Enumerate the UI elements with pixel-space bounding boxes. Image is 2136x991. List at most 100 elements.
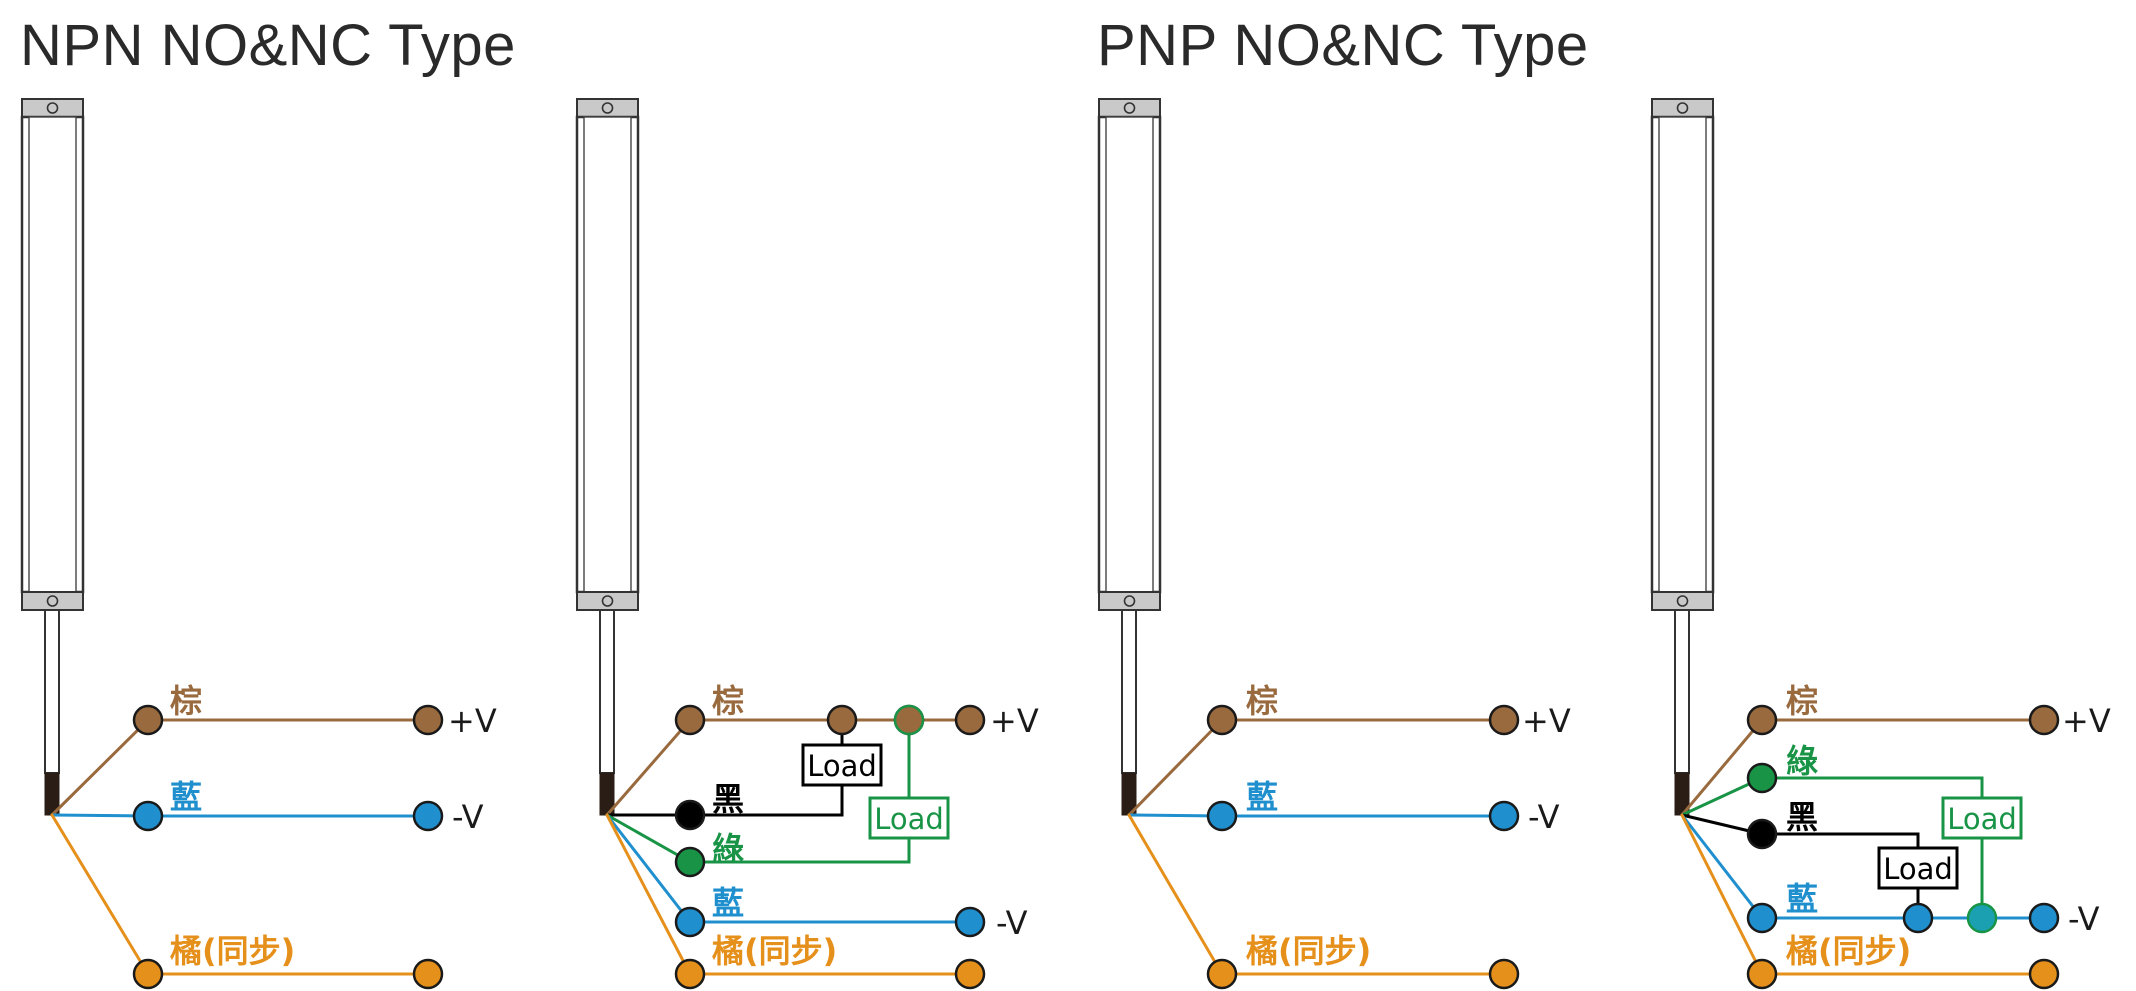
orange-wire — [1127, 813, 1224, 976]
pnp-black-load-label: Load — [1883, 852, 1953, 886]
minus-v-label: -V — [2068, 900, 2100, 938]
black-label: 黑 — [712, 780, 744, 818]
pnp-green-load-label: Load — [1947, 802, 2017, 836]
npn-left-sensor-cable — [44, 609, 60, 774]
blue-start-dot — [1746, 902, 1778, 934]
blue-wire — [605, 813, 692, 924]
pnp-left-sensor-bottom-screw-icon — [1123, 595, 1136, 607]
blue-end-dot — [954, 906, 986, 938]
orange-wire — [605, 813, 692, 976]
brown-start-dot — [1746, 704, 1778, 736]
pnp-black-load-box — [1877, 846, 1959, 890]
orange-label: 橘(同步) — [712, 932, 837, 970]
blue-start-dot — [674, 906, 706, 938]
npn-left-sensor-bottom-screw-icon — [46, 595, 59, 607]
blue-start-dot — [1206, 800, 1238, 832]
black-line — [690, 782, 844, 817]
blue-end-dot — [2028, 902, 2060, 934]
green-junction-ring — [893, 704, 925, 736]
blue-label: 藍 — [1786, 880, 1818, 918]
npn-right-sensor-cable — [599, 609, 615, 774]
orange-label: 橘(同步) — [1786, 932, 1911, 970]
brown-label: 棕 — [1786, 682, 1818, 720]
pnp-left-sensor-bottom-cap — [1098, 591, 1161, 611]
brown-wire — [50, 718, 150, 817]
npn-right-sensor-top-screw-icon — [601, 102, 614, 114]
blue-wire — [50, 813, 150, 818]
npn-black-load-box — [801, 743, 883, 787]
pnp-left-sensor-top-cap — [1098, 98, 1161, 118]
black-start-dot — [674, 799, 706, 831]
blue-junction-dot-2 — [1966, 902, 1998, 934]
green-wire — [605, 813, 692, 864]
blue-wire — [1680, 813, 1764, 920]
orange-start-dot — [1206, 958, 1238, 990]
pnp-diagram-left: 棕+V藍-V橘(同步) — [1097, 98, 1571, 990]
orange-label: 橘(同步) — [170, 932, 295, 970]
green-label: 綠 — [712, 830, 744, 868]
orange-end-dot — [412, 958, 444, 990]
brown-end-dot — [1488, 704, 1520, 736]
plus-v-label: +V — [2062, 702, 2111, 740]
orange-start-dot — [674, 958, 706, 990]
blue-label: 藍 — [1246, 778, 1278, 816]
npn-right-sensor-bottom-screw-icon — [601, 595, 614, 607]
orange-label: 橘(同步) — [1246, 932, 1371, 970]
green-start-dot — [1746, 762, 1778, 794]
green-line — [690, 838, 911, 864]
plus-v-label: +V — [990, 702, 1039, 740]
pnp-right-sensor-cable — [1674, 609, 1690, 774]
pnp-right-sensor-lens — [1658, 116, 1707, 593]
brown-start-dot — [132, 704, 164, 736]
black-line — [1762, 832, 1920, 848]
npn-title: NPN NO&NC Type — [20, 13, 516, 78]
orange-start-dot — [132, 958, 164, 990]
brown-label: 棕 — [170, 682, 202, 720]
pnp-left-sensor-lens — [1105, 116, 1154, 593]
blue-wire — [1127, 813, 1224, 818]
black-start-dot — [1746, 818, 1778, 850]
pnp-right-sensor-top-screw-icon — [1676, 102, 1689, 114]
green-start-dot — [674, 846, 706, 878]
brown-start-dot — [1206, 704, 1238, 736]
brown-wire — [1127, 718, 1224, 817]
orange-end-dot — [954, 958, 986, 990]
npn-green-load-label: Load — [874, 802, 944, 836]
minus-v-label: -V — [996, 904, 1028, 942]
orange-end-dot — [1488, 958, 1520, 990]
npn-left-sensor-lens — [28, 116, 77, 593]
blue-start-dot — [132, 800, 164, 832]
brown-end-dot — [412, 704, 444, 736]
orange-start-dot — [1746, 958, 1778, 990]
minus-v-label: -V — [452, 798, 484, 836]
npn-green-load-box — [868, 796, 950, 840]
npn-right-sensor-lens — [583, 116, 632, 593]
orange-wire — [50, 813, 150, 976]
npn-black-load-label: Load — [807, 749, 877, 783]
brown-junction-dot-1 — [826, 704, 858, 736]
brown-end-dot — [954, 704, 986, 736]
brown-end-dot — [2028, 704, 2060, 736]
blue-end-dot — [412, 800, 444, 832]
pnp-title: PNP NO&NC Type — [1097, 13, 1589, 78]
green-label: 綠 — [1786, 742, 1818, 780]
brown-wire — [1680, 718, 1764, 817]
npn-left-sensor-bottom-cap — [21, 591, 84, 611]
black-label: 黑 — [1786, 798, 1818, 836]
npn-diagram-left: 棕 +V 藍 -V 橘(同步) — [20, 98, 497, 990]
brown-start-dot — [674, 704, 706, 736]
npn-left-sensor-top-screw-icon — [46, 102, 59, 114]
brown-wire — [605, 718, 692, 817]
blue-junction-dot-1 — [1902, 902, 1934, 934]
pnp-left-sensor-top-screw-icon — [1123, 102, 1136, 114]
blue-label: 藍 — [170, 778, 202, 816]
pnp-right-sensor-bottom-cap — [1651, 591, 1714, 611]
pnp-diagram-right: 棕 +V Load 綠 Load 黑藍 -V 橘(同步) — [1650, 98, 2111, 990]
pnp-right-sensor-top-cap — [1651, 98, 1714, 118]
brown-label: 棕 — [712, 682, 744, 720]
brown-label: 棕 — [1246, 682, 1278, 720]
plus-v-label: +V — [448, 702, 497, 740]
pnp-right-sensor-bottom-screw-icon — [1676, 595, 1689, 607]
